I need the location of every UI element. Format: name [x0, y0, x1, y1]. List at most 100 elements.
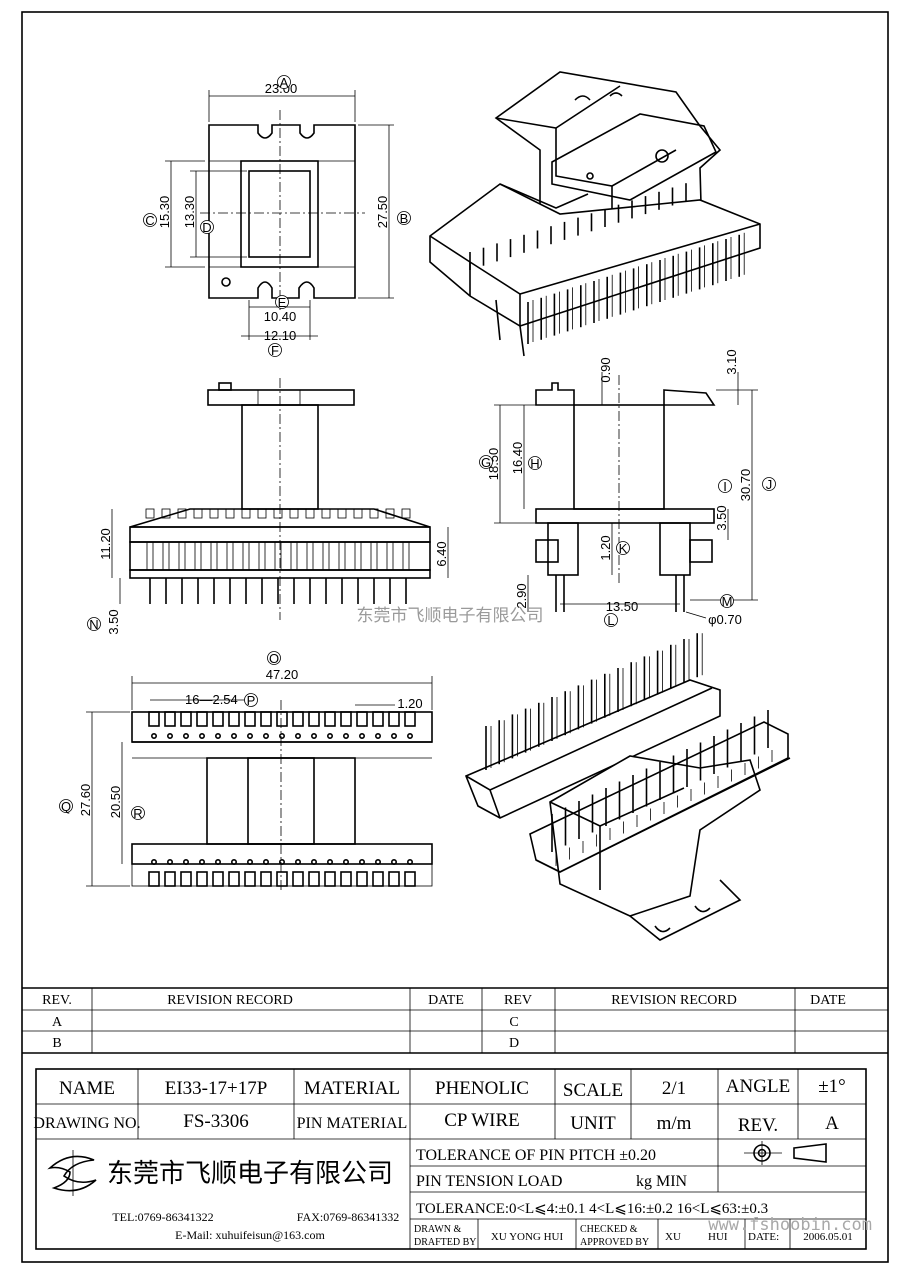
company-tel: TEL:0769-86341322 [112, 1210, 213, 1224]
dim-1-20-bottom: 1.20 [397, 696, 422, 711]
side-slot [322, 541, 330, 571]
scale-label: SCALE [563, 1080, 623, 1101]
ref-m: M [722, 594, 733, 609]
material-label: MATERIAL [304, 1078, 400, 1099]
dim-15-30: 15.30 [157, 196, 172, 229]
side-notch [353, 508, 363, 519]
side-slot [258, 541, 266, 571]
dim-3-10: 3.10 [724, 349, 739, 374]
watermark-site: www.fshoobin.com [708, 1215, 872, 1235]
checked-value-2: HUI [708, 1231, 728, 1243]
side-notch [385, 508, 395, 519]
side-slot [338, 541, 346, 571]
top-tooth [260, 711, 272, 727]
tolerance-ranges: TOLERANCE:0<L⩽4:±0.1 4<L⩽16:±0.2 16<L⩽63… [416, 1201, 768, 1217]
bottom-pin-hole [199, 858, 206, 865]
side-notch [161, 508, 171, 519]
dim-0-90: 0.90 [598, 357, 613, 382]
checked-label-2: APPROVED BY [580, 1237, 649, 1248]
top-pin-hole [278, 732, 285, 739]
top-tooth [340, 711, 352, 727]
ref-b: B [400, 211, 409, 226]
material-value: PHENOLIC [435, 1078, 529, 1099]
top-pin-hole [406, 732, 413, 739]
dim-18-50: 18.50 [486, 448, 501, 481]
dim-13-30: 13.30 [182, 196, 197, 229]
top-pin-hole [326, 732, 333, 739]
bottom-pin-hole [183, 858, 190, 865]
side-notch [145, 508, 155, 519]
bottom-tooth [228, 871, 240, 887]
side-slot [386, 541, 394, 571]
date-label: DATE: [748, 1231, 779, 1243]
sheet-frame [21, 11, 889, 1263]
bottom-pin-hole [215, 858, 222, 865]
top-tooth [356, 711, 368, 727]
bottom-pin-hole [262, 858, 269, 865]
top-tooth [308, 711, 320, 727]
top-pin-hole [310, 732, 317, 739]
watermark-company: 东莞市飞顺电子有限公司 [357, 606, 544, 626]
isometric-top-pins [527, 232, 745, 344]
top-tooth [372, 711, 384, 727]
isometric-top-pins-back [469, 183, 687, 270]
angle-value: ±1° [818, 1076, 846, 1097]
top-pin-hole [215, 732, 222, 739]
top-pin-hole [183, 732, 190, 739]
revision-record-header-right: REVISION RECORD [611, 993, 737, 1008]
date-value: 2006.05.01 [803, 1231, 853, 1243]
bottom-tooth [244, 871, 256, 887]
scale-value: 2/1 [662, 1078, 686, 1099]
side-view-slots [145, 508, 411, 571]
bottom-pin-hole [358, 858, 365, 865]
top-pin-hole [262, 732, 269, 739]
unit-value: m/m [657, 1113, 692, 1134]
top-tooth [228, 711, 240, 727]
side-slot [146, 541, 154, 571]
dim-27-50: 27.50 [375, 196, 390, 229]
dim-2-90: 2.90 [514, 583, 529, 608]
side-notch [257, 508, 267, 519]
company-logo-icon [47, 1150, 97, 1196]
ref-q: Q [61, 799, 71, 814]
ref-e: E [278, 295, 287, 310]
bottom-pin-hole [294, 858, 301, 865]
title-block: NAME EI33-17+17P MATERIAL PHENOLIC SCALE… [33, 1068, 867, 1250]
dim-16-2-54: 16—2.54 [185, 692, 238, 707]
bottom-tooth [404, 871, 416, 887]
name-label: NAME [59, 1078, 115, 1099]
pin-material-value: CP WIRE [444, 1110, 519, 1131]
top-pin-hole [167, 732, 174, 739]
bottom-tooth [212, 871, 224, 887]
ref-k: K [619, 541, 628, 556]
bottom-tooth [356, 871, 368, 887]
dim-1-20-front: 1.20 [598, 535, 613, 560]
bottom-tooth [276, 871, 288, 887]
dim-3-50-front: 3.50 [714, 505, 729, 530]
bottom-tooth [340, 871, 352, 887]
bottom-pin-hole [406, 858, 413, 865]
dim-6-40: 6.40 [434, 541, 449, 566]
top-tooth [212, 711, 224, 727]
side-slot [402, 541, 410, 571]
side-notch [177, 508, 187, 519]
isometric-bottom-pins-upper [485, 633, 703, 770]
ref-h: H [530, 456, 539, 471]
ref-f: F [271, 343, 279, 358]
ref-j: J [766, 477, 773, 492]
top-pin-hole [342, 732, 349, 739]
side-slot [370, 541, 378, 571]
side-notch [273, 508, 283, 519]
side-view-pins [149, 578, 407, 604]
dim-11-20: 11.20 [98, 528, 113, 560]
drawn-label-2: DRAFTED BY [414, 1237, 477, 1248]
bottom-pin-hole [310, 858, 317, 865]
bottom-pin-hole [231, 858, 238, 865]
ref-n: N [89, 617, 98, 632]
side-slot [210, 541, 218, 571]
top-tooth [180, 711, 192, 727]
ref-r: R [133, 806, 142, 821]
bottom-view: 47.20 O 16—2.54 P 1.20 27.60 Q 20.50 R [59, 651, 433, 892]
